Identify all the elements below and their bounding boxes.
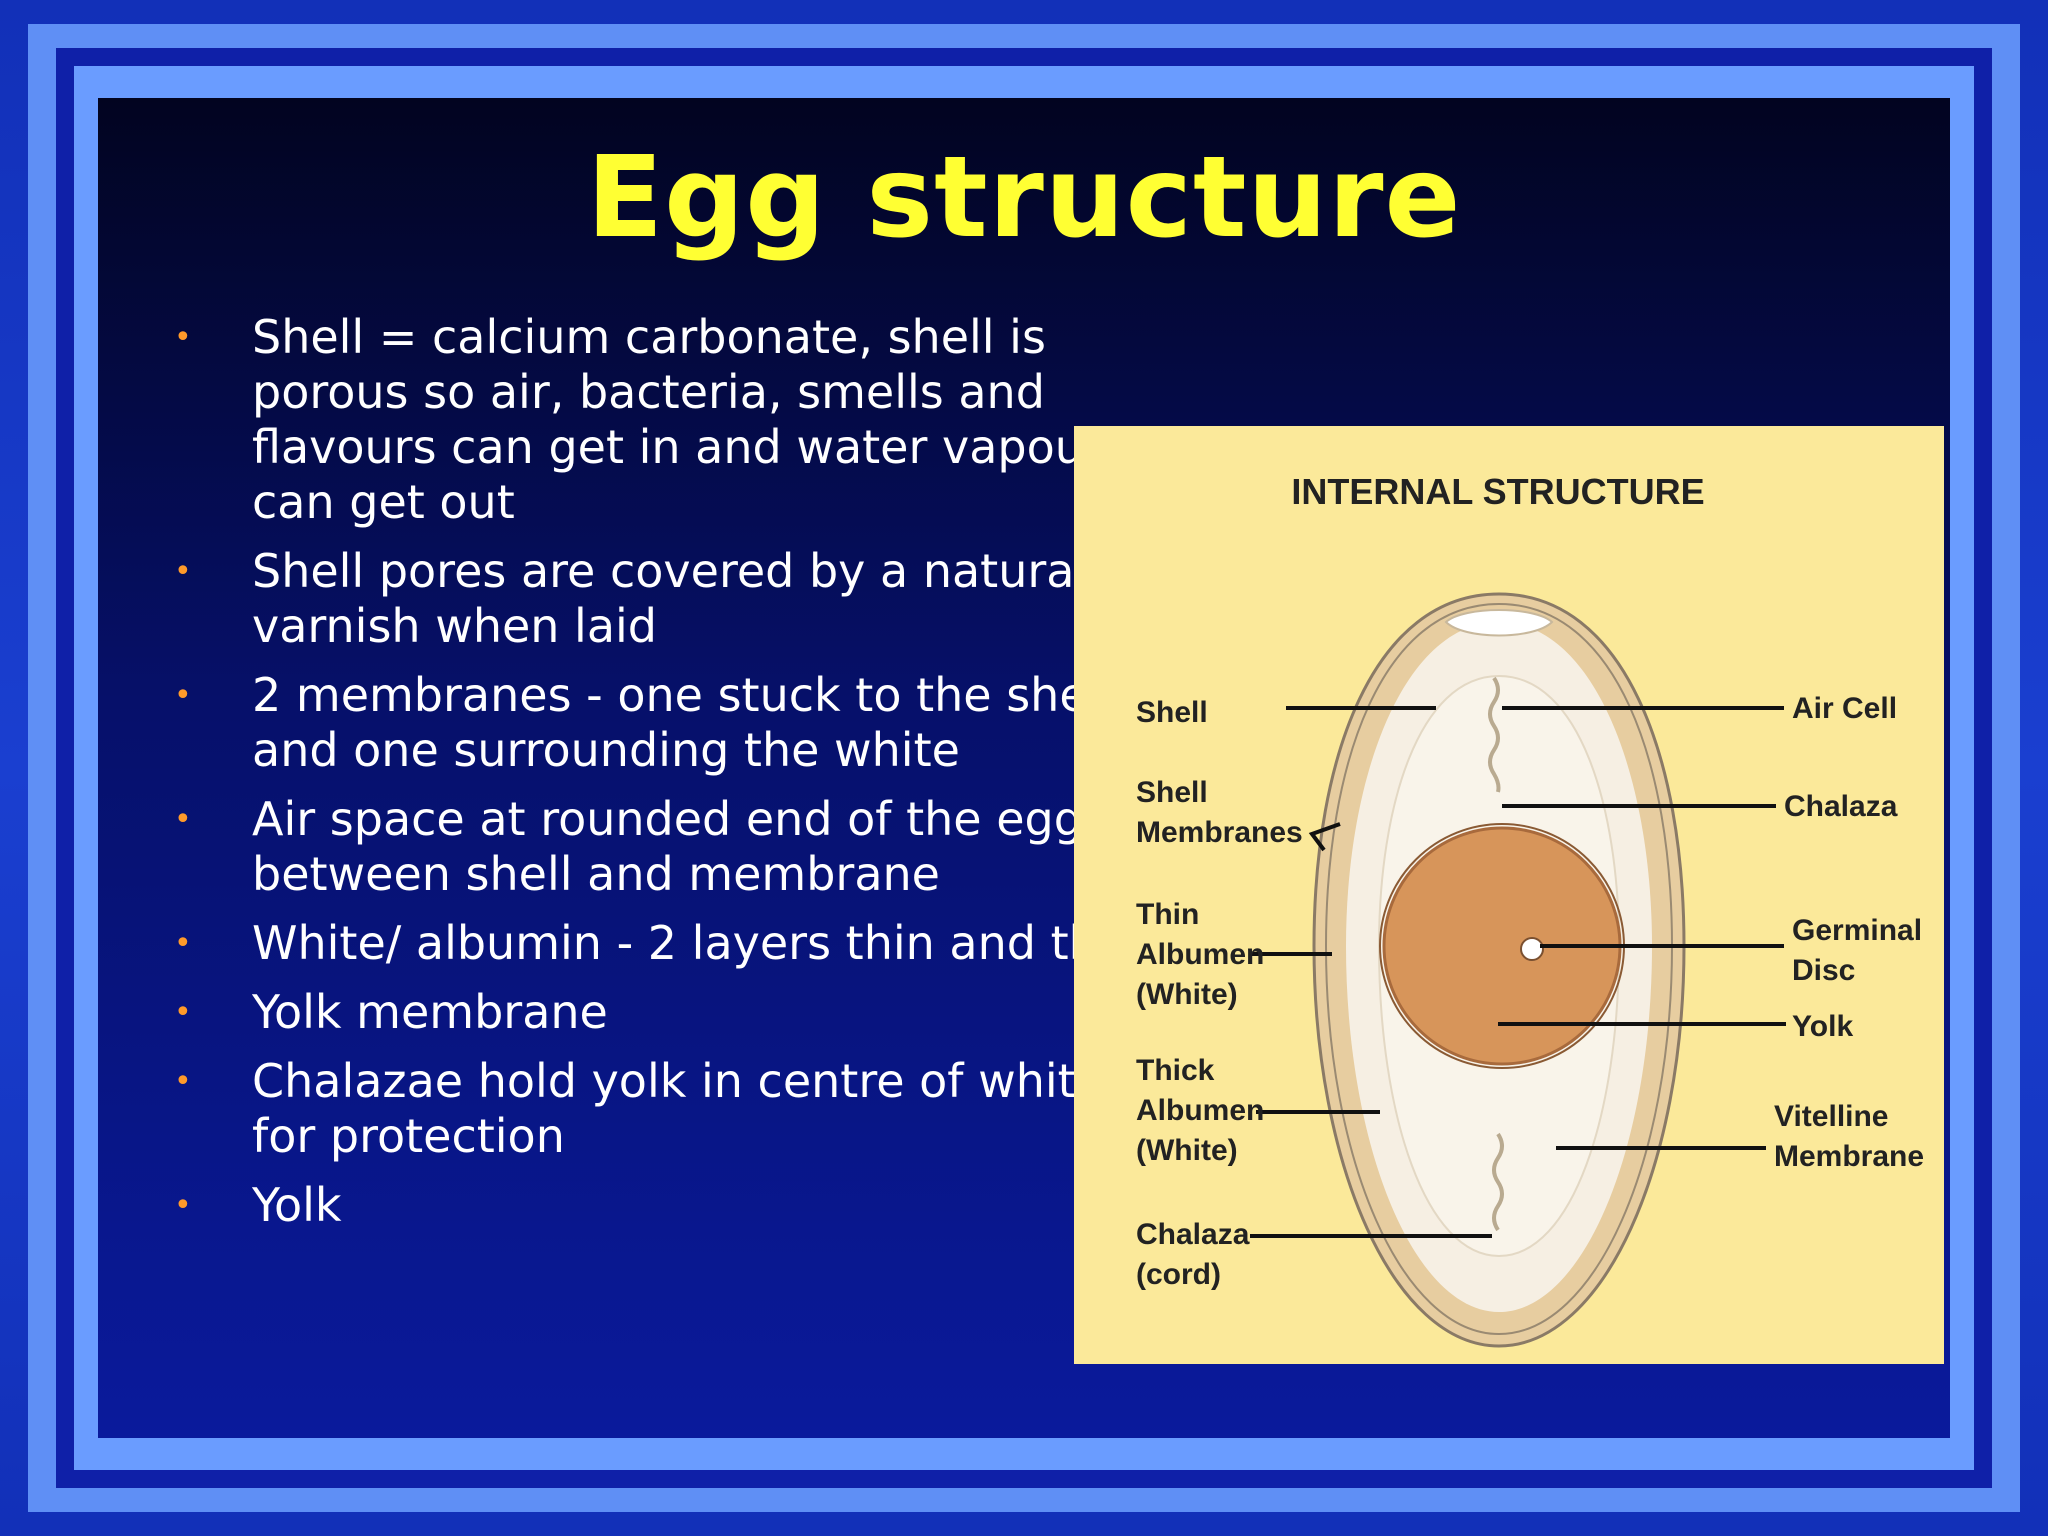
bullet-text: Yolk: [252, 1178, 342, 1232]
bullet-text: 2 membranes - one stuck to the shell and…: [252, 668, 1114, 777]
label-thin-albumen-1: Thin: [1136, 898, 1199, 931]
bullet-item: • Shell = calcium carbonate, shell is por…: [174, 310, 1164, 530]
label-thick-albumen-2: Albumen: [1136, 1094, 1264, 1127]
bullet-item: • White/ albumin - 2 layers thin and thic…: [174, 916, 1164, 971]
label-chalaza: Chalaza: [1784, 790, 1898, 823]
bullet-list: • Shell = calcium carbonate, shell is por…: [174, 310, 1164, 1247]
bullet-dot-icon: •: [174, 802, 192, 837]
bullet-item: • 2 membranes - one stuck to the shell an…: [174, 668, 1164, 778]
label-shell-membranes-1: Shell: [1136, 776, 1208, 809]
label-germinal-disc-1: Germinal: [1792, 914, 1922, 947]
label-thick-albumen-3: (White): [1136, 1134, 1238, 1167]
slide-title: Egg structure: [586, 133, 1462, 263]
air-cell: [1444, 609, 1554, 637]
bullet-dot-icon: •: [174, 926, 192, 961]
label-vitelline-2: Membrane: [1774, 1140, 1924, 1173]
bullet-text: Yolk membrane: [252, 985, 608, 1039]
label-yolk: Yolk: [1792, 1010, 1853, 1043]
bullet-dot-icon: •: [174, 554, 192, 589]
label-vitelline-1: Vitelline: [1774, 1100, 1889, 1133]
label-chalaza-cord-2: (cord): [1136, 1258, 1221, 1291]
bullet-text: White/ albumin - 2 layers thin and thick: [252, 916, 1163, 970]
shell-membranes-pointer: [1308, 822, 1341, 852]
bullet-dot-icon: •: [174, 678, 192, 713]
bullet-text: Shell = calcium carbonate, shell is poro…: [252, 310, 1103, 529]
germinal-disc: [1520, 937, 1544, 961]
slide: Egg structure • Shell = calcium carbonate…: [98, 98, 1950, 1438]
chalaza-top: [1488, 676, 1501, 793]
bullet-item: • Chalazae hold yolk in centre of white f…: [174, 1054, 1164, 1164]
bullet-dot-icon: •: [174, 1064, 192, 1099]
shell-membrane: [1324, 602, 1674, 1336]
bullet-dot-icon: •: [174, 995, 192, 1030]
label-air-cell: Air Cell: [1792, 692, 1897, 725]
diagram-title: INTERNAL STRUCTURE: [1291, 471, 1704, 512]
label-thick-albumen-1: Thick: [1136, 1054, 1215, 1087]
bullet-text: Shell pores are covered by a natural var…: [252, 544, 1088, 653]
label-shell-membranes-2: Membranes: [1136, 816, 1303, 849]
label-thin-albumen-2: Albumen: [1136, 938, 1264, 971]
label-chalaza-cord-1: Chalaza: [1136, 1218, 1250, 1251]
bullet-item: • Yolk membrane: [174, 985, 1164, 1040]
bullet-dot-icon: •: [174, 1188, 192, 1223]
label-thin-albumen-3: (White): [1136, 978, 1238, 1011]
label-germinal-disc-2: Disc: [1792, 954, 1855, 987]
bullet-dot-icon: •: [174, 320, 192, 355]
bullet-text: Air space at rounded end of the egg betw…: [252, 792, 1083, 901]
bullet-item: • Yolk: [174, 1178, 1164, 1233]
bullet-item: • Shell pores are covered by a natural va…: [174, 544, 1164, 654]
egg-diagram-svg: INTERNAL STRUCTURE: [1136, 471, 1924, 1348]
bullet-item: • Air space at rounded end of the egg bet…: [174, 792, 1164, 902]
egg-diagram: INTERNAL STRUCTURE: [1074, 426, 1944, 1364]
chalaza-bottom: [1492, 1132, 1504, 1232]
label-shell: Shell: [1136, 696, 1208, 729]
bullet-text: Chalazae hold yolk in centre of white fo…: [252, 1054, 1105, 1163]
